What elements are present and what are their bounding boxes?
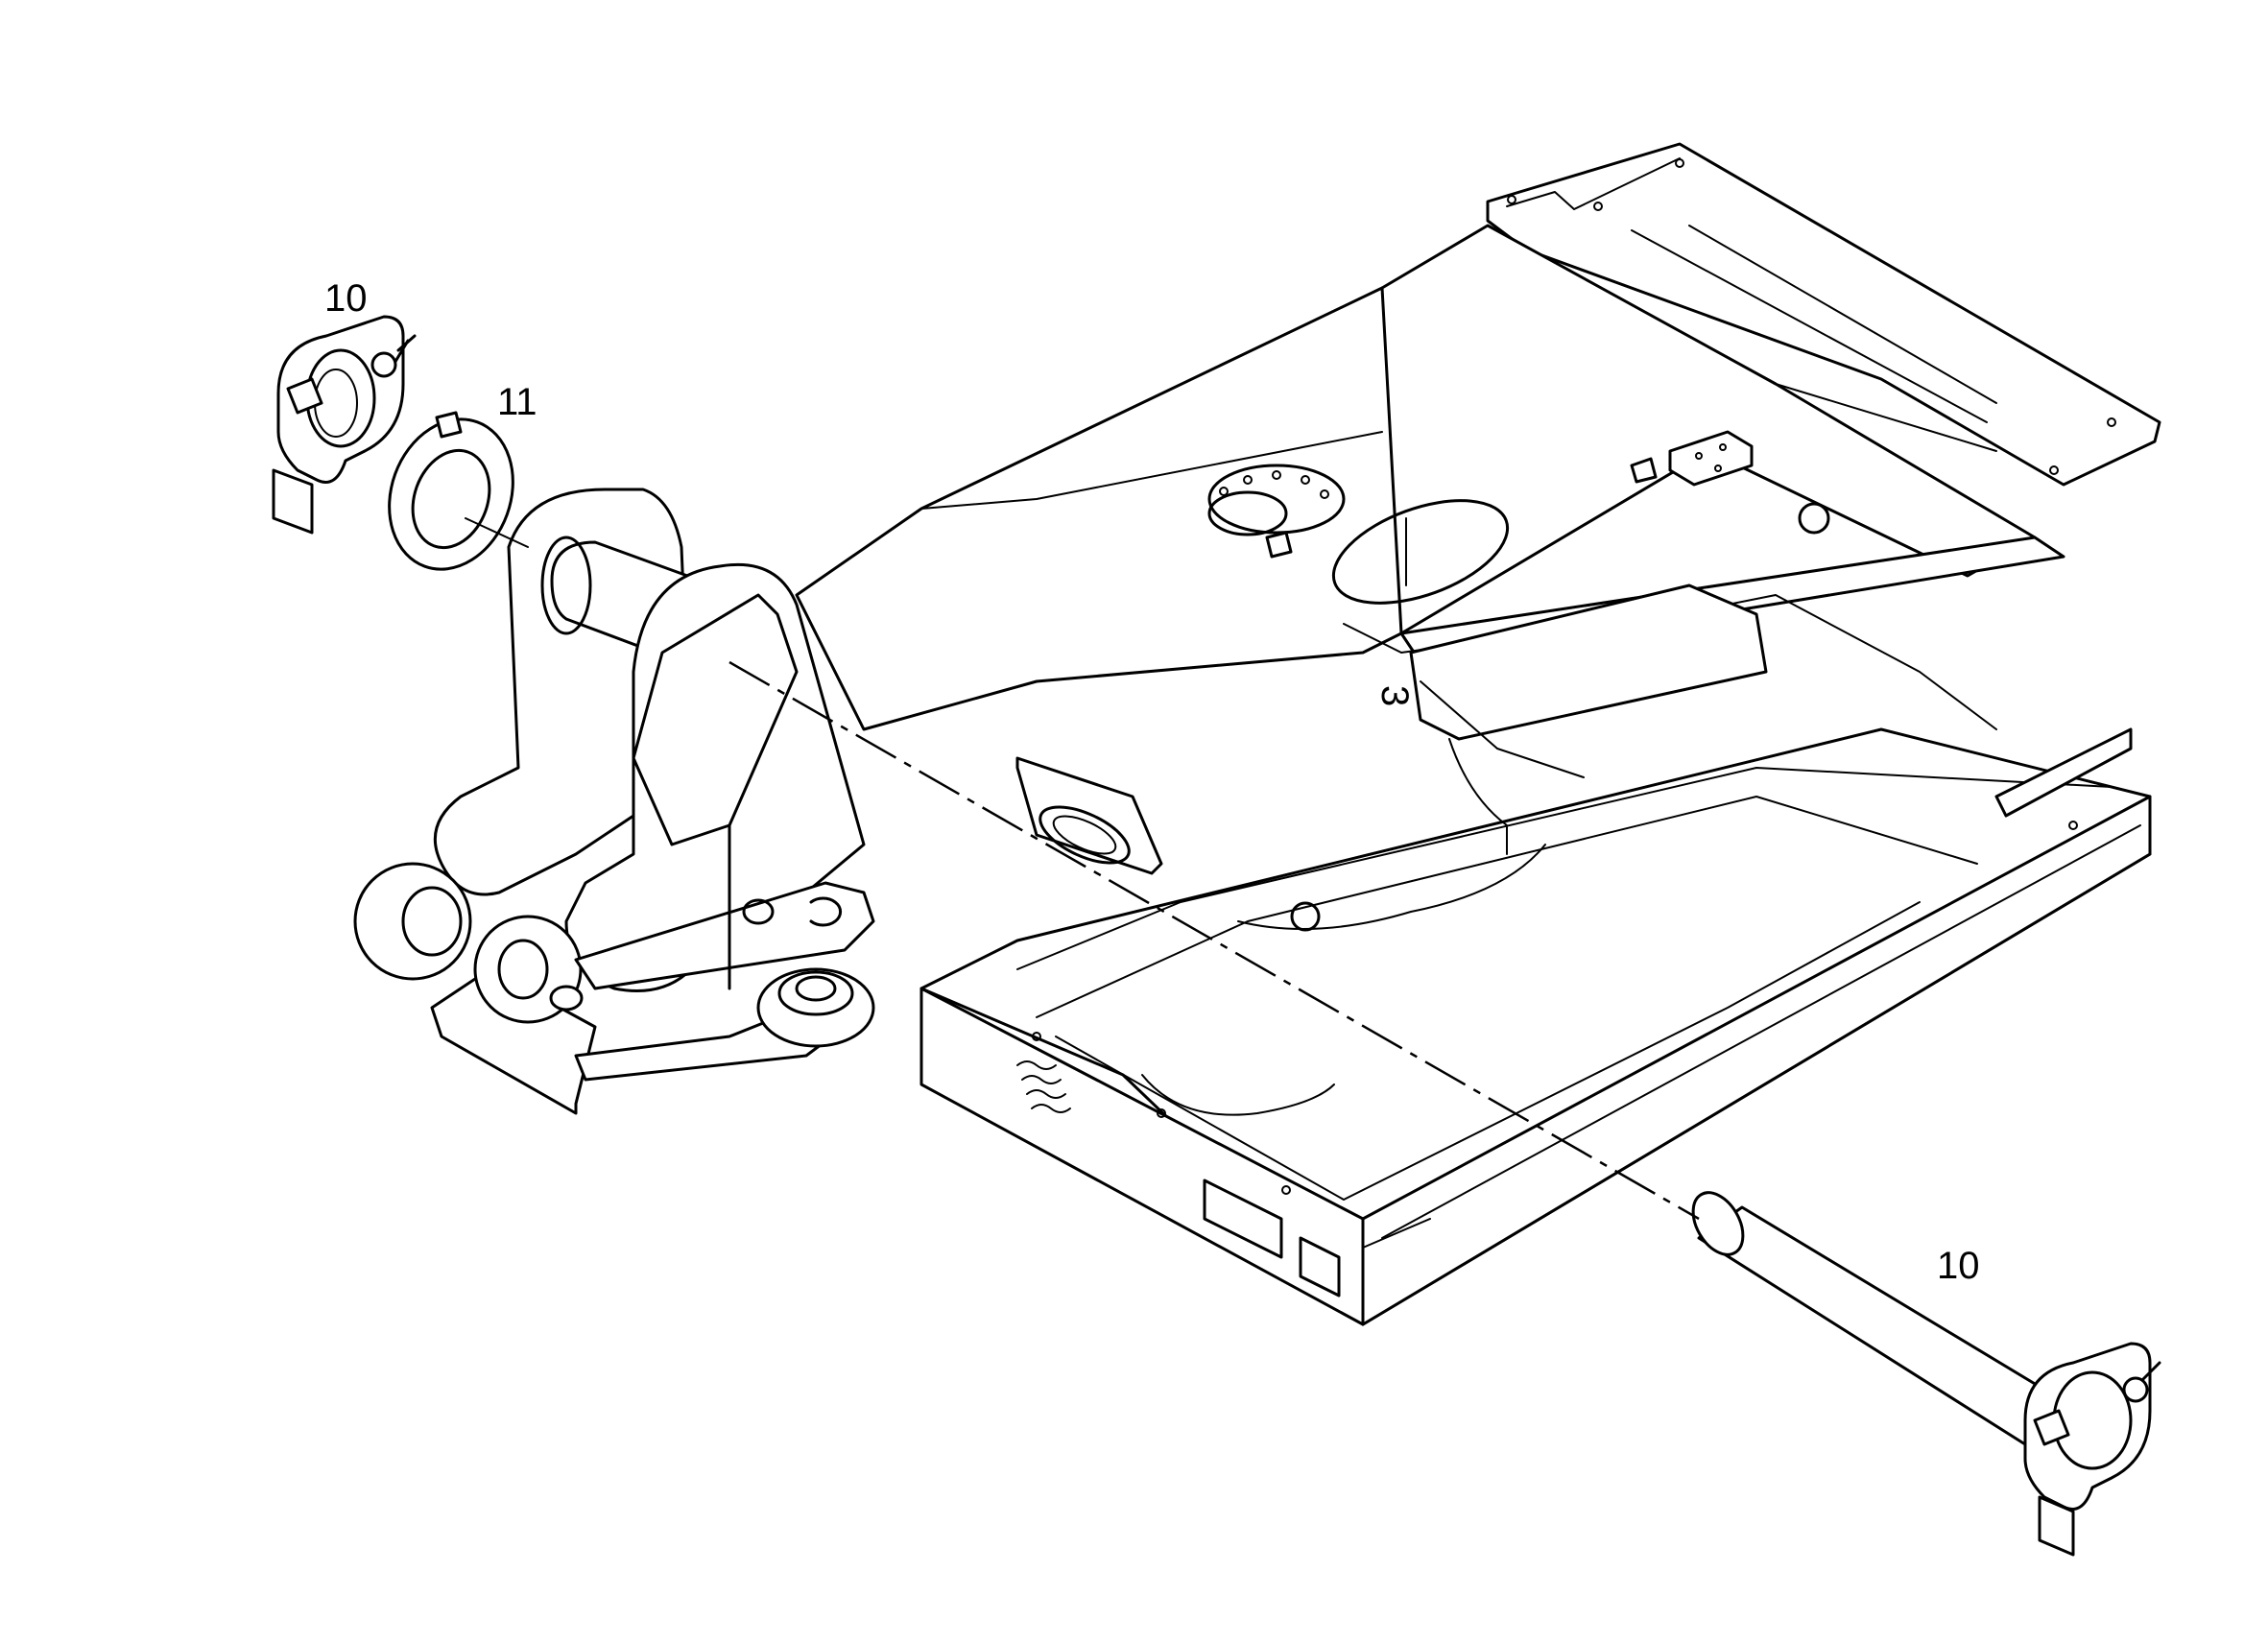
part-10-pivot-pin <box>1691 1191 2161 1557</box>
explosion-centerlines <box>465 517 1700 1221</box>
upper-frame <box>795 142 2161 778</box>
part-11-shim-washer <box>388 411 514 571</box>
callout-10-top: 10 <box>324 277 368 320</box>
callout-10-bottom: 10 <box>1937 1245 1980 1287</box>
frame-marking-label: 3 <box>1373 685 1416 706</box>
swing-bracket <box>353 488 875 1115</box>
lower-frame <box>919 727 2152 1326</box>
callout-11: 11 <box>497 381 537 423</box>
part-10-retainer-clamp-top <box>272 315 417 535</box>
